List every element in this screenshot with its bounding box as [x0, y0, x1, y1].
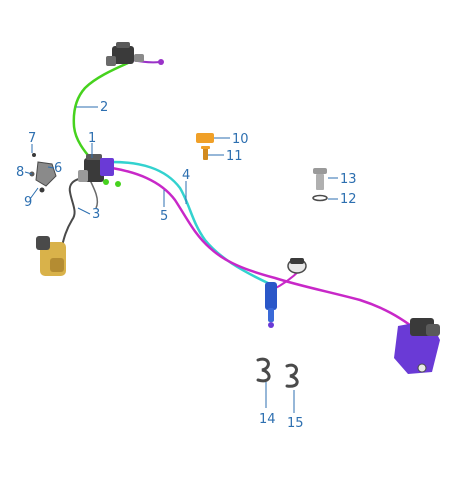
hose-end-cap — [158, 59, 164, 65]
callout-12: 12 — [340, 192, 357, 207]
abs-modulator-unit — [78, 154, 121, 187]
hose-clip-14 — [256, 357, 271, 383]
front-master-cylinder — [106, 42, 144, 66]
rear-brake-caliper — [394, 318, 440, 374]
brake-line-3 — [61, 177, 91, 247]
callout-15: 15 — [287, 416, 304, 431]
callout-8: 8 — [16, 165, 24, 180]
callout-labels: 1 2 3 4 5 6 7 8 9 10 11 13 12 14 15 — [16, 100, 357, 431]
callout-2: 2 — [100, 100, 108, 115]
banjo-bolt-orange — [196, 133, 214, 160]
brake-line-2 — [72, 61, 129, 161]
callout-7: 7 — [28, 131, 36, 146]
callout-9: 9 — [24, 195, 32, 210]
callout-6: 6 — [54, 161, 62, 176]
front-brake-caliper — [36, 236, 66, 276]
rear-master-cylinder — [265, 258, 307, 328]
callout-10: 10 — [232, 132, 249, 147]
callout-11: 11 — [226, 149, 243, 164]
brake-lines — [61, 59, 411, 327]
callout-1: 1 — [88, 131, 96, 146]
banjo-bolt-gray — [312, 168, 328, 202]
mounting-bracket — [29, 153, 57, 193]
parts — [29, 42, 440, 388]
callout-13: 13 — [340, 172, 357, 187]
brake-line-5 — [111, 166, 411, 327]
callout-4: 4 — [182, 168, 190, 183]
callout-3: 3 — [92, 207, 100, 222]
leader-lines — [24, 106, 338, 413]
brake-line-4 — [111, 160, 271, 286]
callout-14: 14 — [259, 412, 276, 427]
callout-5: 5 — [160, 209, 168, 224]
hose-clip-15 — [285, 363, 299, 388]
